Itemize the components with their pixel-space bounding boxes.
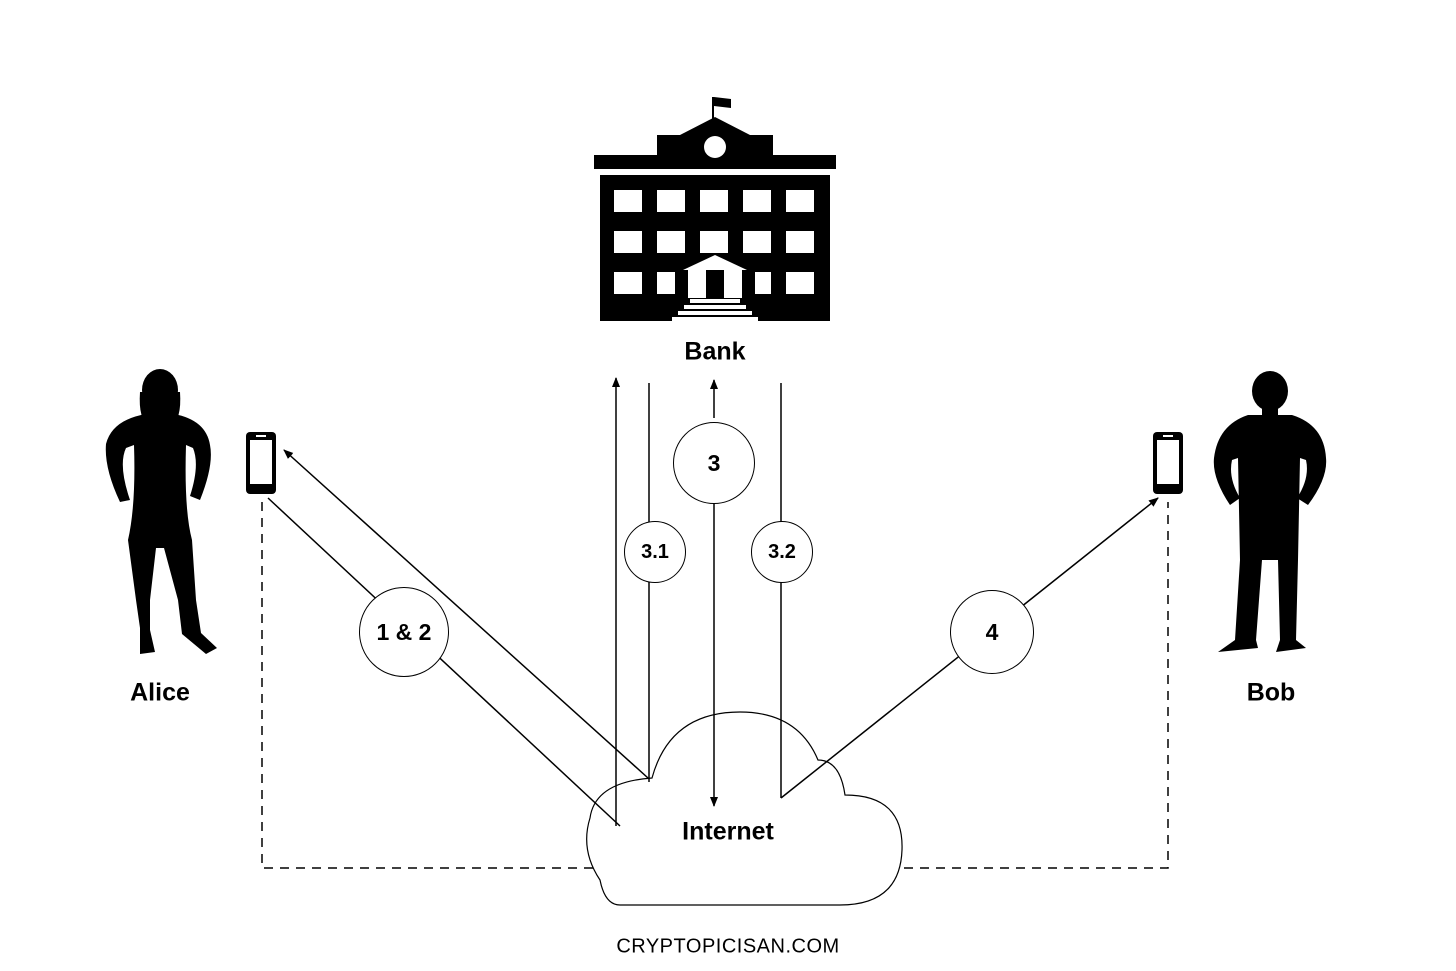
woman-silhouette-icon — [105, 369, 217, 654]
step-badge-3-2: 3.2 — [751, 521, 813, 583]
step-badge-3: 3 — [673, 422, 755, 504]
internet-label: Internet — [682, 817, 774, 846]
step-badge-1-2: 1 & 2 — [359, 587, 449, 677]
bob-label: Bob — [1246, 678, 1296, 707]
bank-building-icon — [594, 97, 836, 321]
man-silhouette-icon — [1213, 371, 1327, 652]
step-badge-3-1: 3.1 — [624, 521, 686, 583]
cloud-icon — [586, 711, 903, 906]
alice-label: Alice — [130, 678, 190, 707]
smartphone-icon — [246, 432, 276, 494]
step-badge-4: 4 — [950, 590, 1034, 674]
smartphone-icon — [1153, 432, 1183, 494]
bank-label: Bank — [684, 337, 746, 366]
line-alice-phone-to-internet — [267, 497, 621, 827]
site-credit: CRYPTOPICISAN.COM — [616, 935, 840, 958]
dashed-link-line — [261, 502, 1169, 869]
arrow-to-alice-phone — [283, 449, 649, 779]
